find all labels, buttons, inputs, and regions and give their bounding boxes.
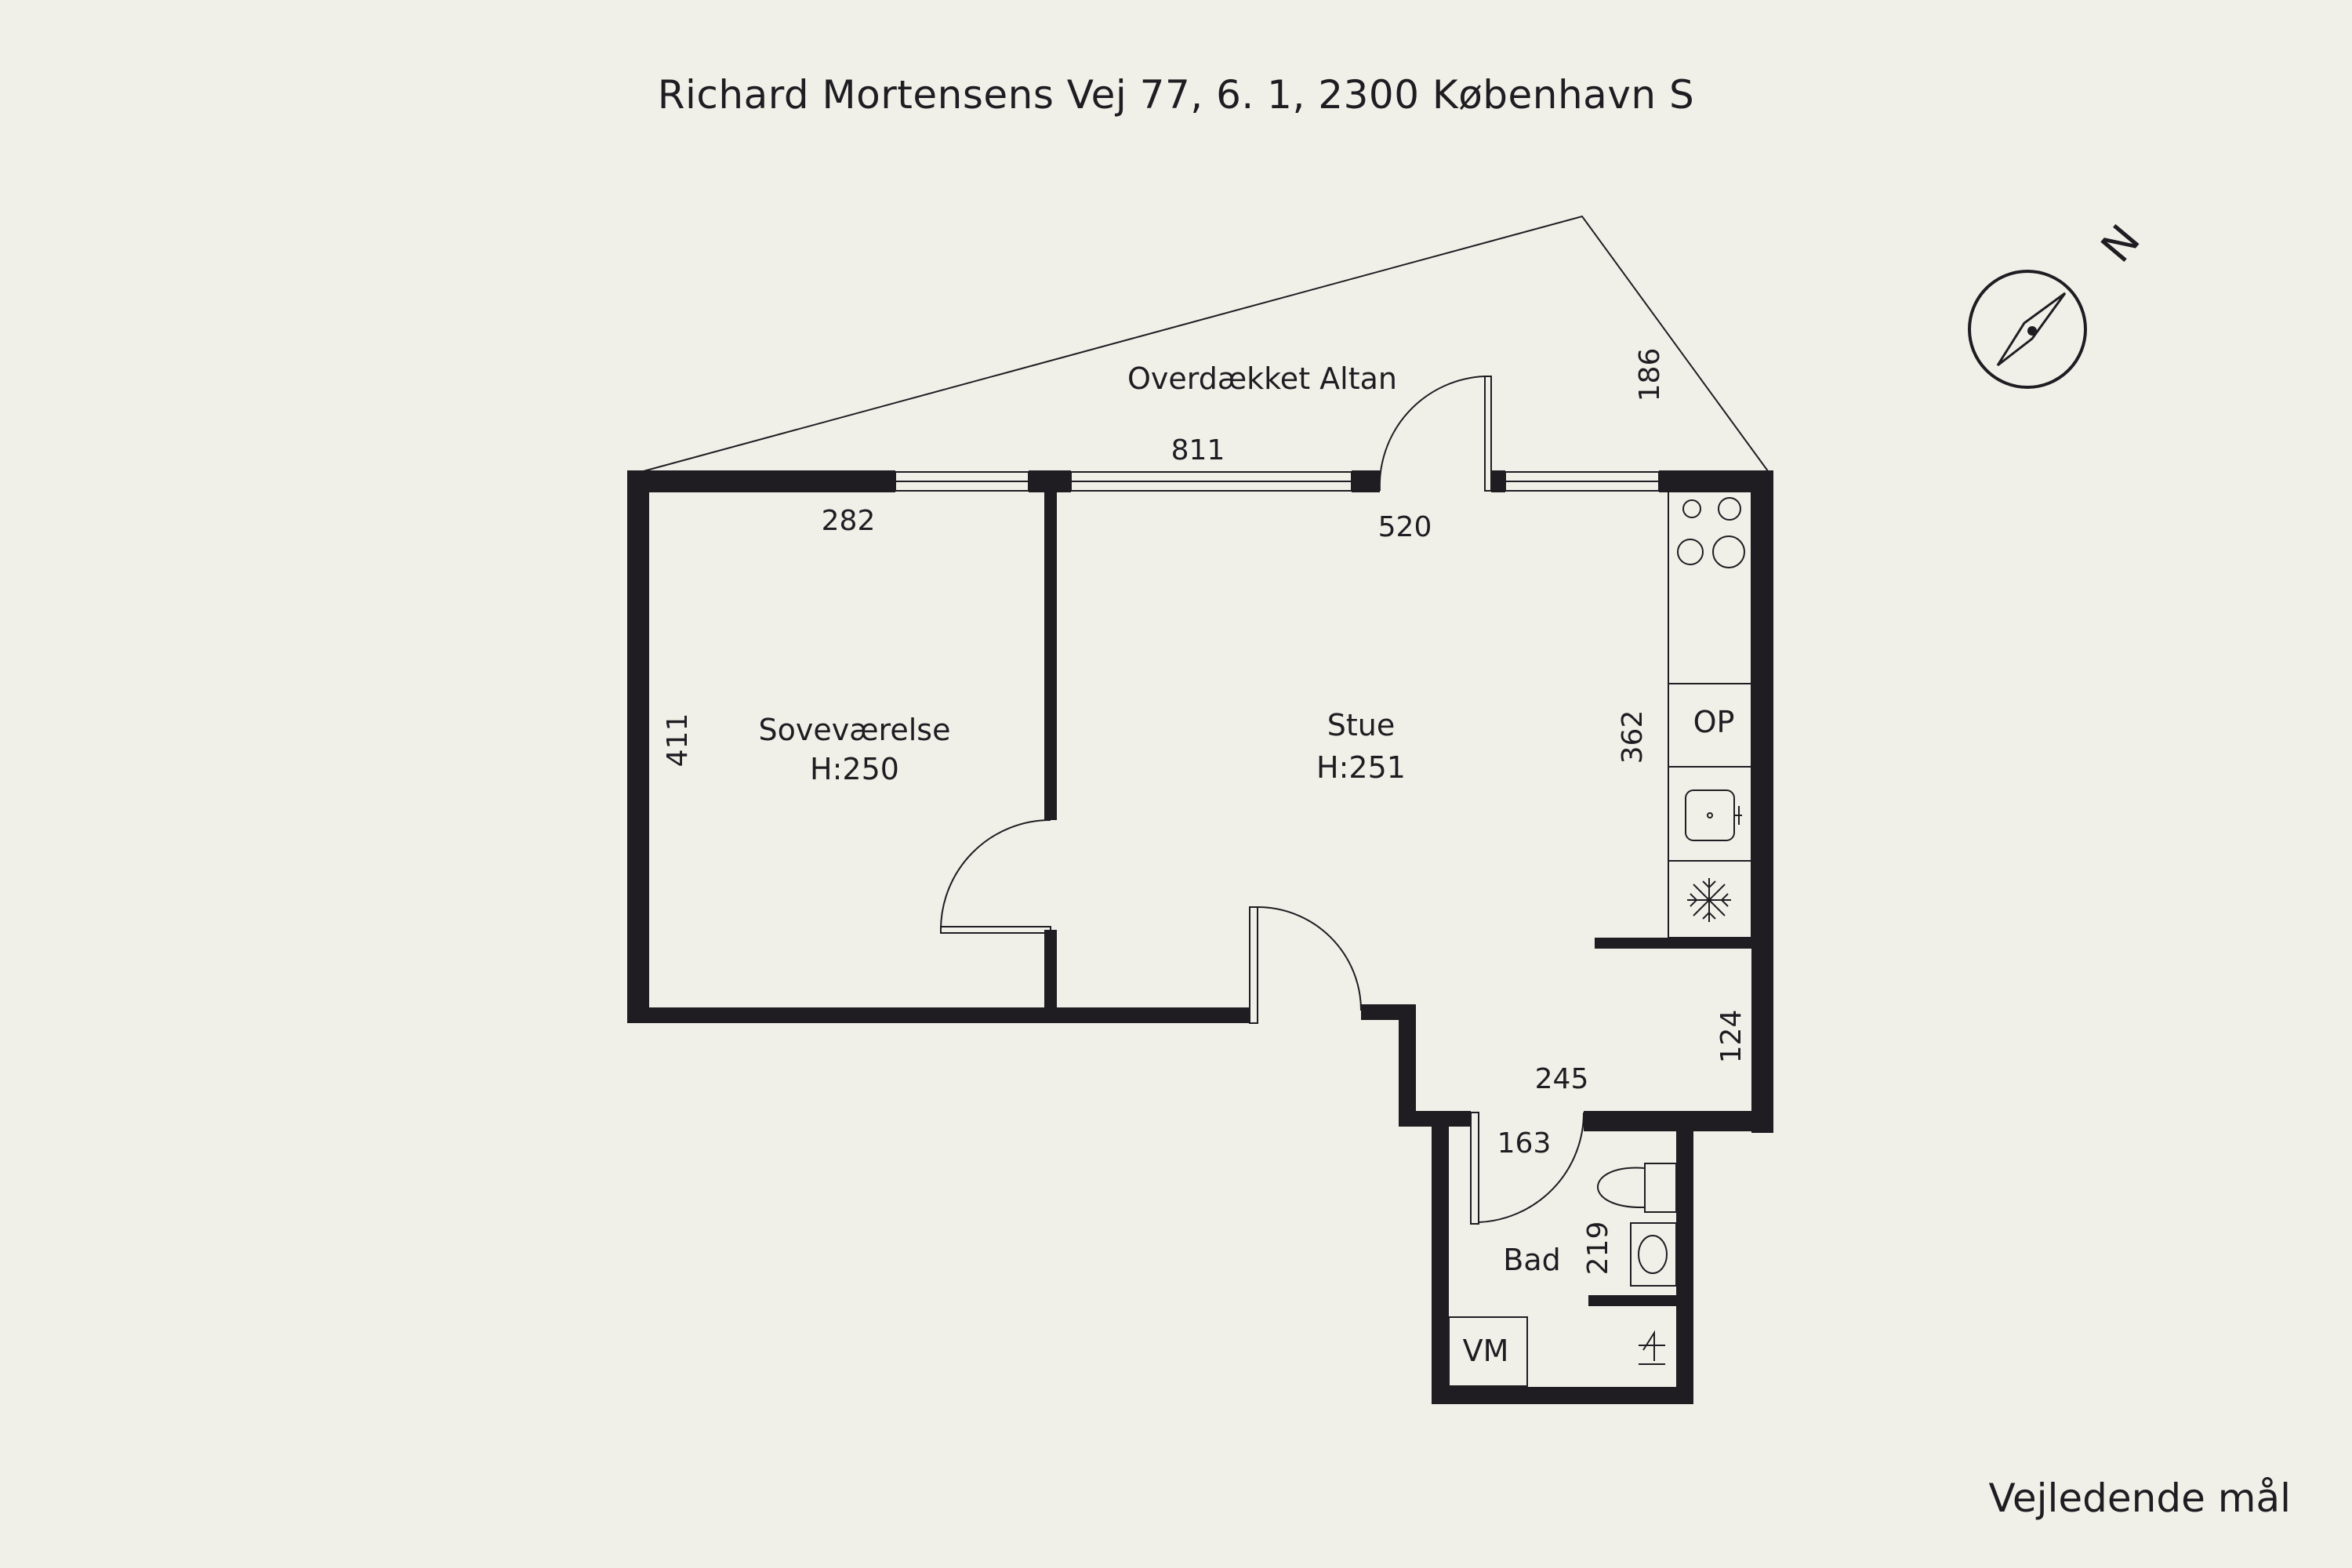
washer-label: VM (1463, 1334, 1509, 1368)
compass-icon (1968, 270, 2087, 389)
sink-icon (1685, 789, 1742, 841)
dim-hall-width: 245 (1535, 1063, 1589, 1095)
dim-bedroom-width: 282 (822, 505, 876, 537)
toilet-icon (1597, 1163, 1677, 1213)
washbasin-icon (1630, 1222, 1677, 1287)
dim-balcony-depth: 186 (1634, 348, 1666, 402)
cooktop-icon (1677, 497, 1745, 568)
bedroom-label: Soveværelse (759, 713, 951, 747)
doors (940, 376, 1585, 1225)
living-label: Stue (1327, 708, 1395, 742)
dim-living-width: 520 (1378, 511, 1432, 543)
shower-icon (1639, 1330, 1665, 1365)
north-label: N (2092, 216, 2150, 271)
bath-label: Bad (1503, 1243, 1560, 1277)
dim-bedroom-depth: 411 (662, 713, 694, 768)
dim-bath-width: 163 (1497, 1127, 1552, 1160)
balcony-label: Overdækket Altan (1127, 361, 1397, 396)
bath-fixtures (1448, 1163, 1677, 1387)
freezer-icon (1687, 878, 1731, 922)
disclaimer-note: Vejledende mål (1988, 1475, 2291, 1521)
windows (895, 471, 1660, 492)
page-title: Richard Mortensens Vej 77, 6. 1, 2300 Kø… (657, 72, 1695, 118)
balcony-outline (631, 215, 1771, 475)
dim-balcony-length: 811 (1171, 434, 1225, 466)
dim-bath-depth: 219 (1582, 1221, 1614, 1276)
oven-label: OP (1693, 705, 1735, 739)
living-height: H:251 (1316, 750, 1406, 785)
washing-machine (1448, 1316, 1528, 1387)
bedroom-height: H:250 (810, 752, 899, 786)
dim-hall-depth: 124 (1715, 1010, 1748, 1064)
dim-living-depth: 362 (1617, 710, 1649, 764)
kitchen-counter (1668, 490, 1752, 938)
walls (627, 470, 1773, 1404)
